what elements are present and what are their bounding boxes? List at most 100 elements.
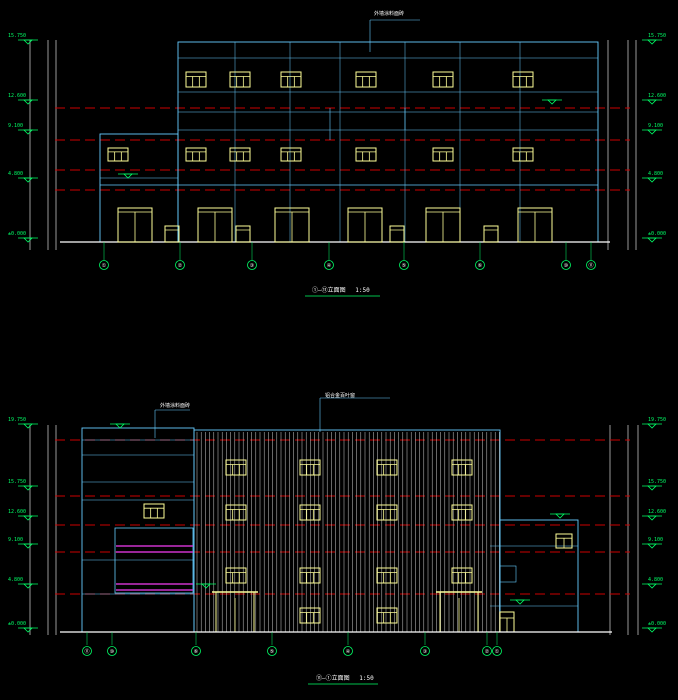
small-door-frame bbox=[164, 225, 180, 243]
axis-label: ⑪ bbox=[588, 262, 593, 269]
level-mark bbox=[18, 129, 38, 135]
balcony-outline bbox=[114, 527, 194, 594]
window-frame bbox=[299, 567, 321, 584]
window bbox=[299, 607, 321, 624]
level-triangle bbox=[515, 599, 525, 605]
level-mark bbox=[18, 485, 38, 491]
level-mark bbox=[550, 513, 570, 519]
window-frame bbox=[376, 504, 398, 521]
axis-bubble: ③ bbox=[247, 260, 257, 270]
window bbox=[299, 567, 321, 584]
axis-bubble: ② bbox=[175, 260, 185, 270]
level-triangle bbox=[647, 485, 657, 491]
axis-bubble: ⑤ bbox=[267, 646, 277, 656]
axis-circle bbox=[324, 260, 334, 270]
window-frame bbox=[376, 459, 398, 476]
elevation-2-note2: 外墙涂料面砖 bbox=[160, 404, 190, 409]
window bbox=[143, 503, 165, 519]
level-label: 12.600 bbox=[648, 93, 667, 99]
window-frame bbox=[376, 567, 398, 584]
level-label: ±0.000 bbox=[648, 231, 667, 237]
window-frame bbox=[355, 71, 377, 88]
level-triangle bbox=[23, 237, 33, 243]
axis-label: ① bbox=[102, 263, 107, 269]
level-mark bbox=[18, 39, 38, 45]
small-door-frame bbox=[389, 225, 405, 243]
level-triangle bbox=[647, 99, 657, 105]
window bbox=[299, 504, 321, 521]
window bbox=[432, 71, 454, 88]
level-mark bbox=[542, 99, 562, 105]
window bbox=[185, 147, 207, 162]
level-triangle bbox=[23, 583, 33, 589]
window bbox=[432, 147, 454, 162]
level-mark bbox=[642, 583, 662, 589]
elevation-2-scale: 1:50 bbox=[359, 675, 374, 682]
axis-bubble: ⑥ bbox=[191, 646, 201, 656]
axis-circle bbox=[175, 260, 185, 270]
window-frame bbox=[432, 147, 454, 162]
elevation-2-note-text: 铝合金百叶窗 bbox=[325, 393, 356, 399]
door bbox=[197, 207, 233, 243]
level-label: 12.600 bbox=[8, 509, 27, 515]
right-annex-outline bbox=[499, 519, 579, 633]
level-triangle bbox=[23, 543, 33, 549]
window bbox=[107, 147, 129, 162]
level-mark bbox=[642, 99, 662, 105]
level-mark bbox=[110, 423, 130, 429]
axis-bubble: ② bbox=[482, 646, 492, 656]
level-triangle bbox=[647, 177, 657, 183]
level-triangle bbox=[555, 513, 565, 519]
elevation-1-note: 外墙涂料面砖 bbox=[374, 12, 404, 17]
level-triangle bbox=[647, 543, 657, 549]
louvre-facade bbox=[193, 429, 501, 633]
window bbox=[499, 611, 515, 633]
window bbox=[229, 147, 251, 162]
level-triangle bbox=[23, 515, 33, 521]
axis-circle bbox=[267, 646, 277, 656]
axis-label: ① bbox=[495, 649, 500, 655]
window-frame bbox=[185, 147, 207, 162]
window-frame bbox=[225, 459, 247, 476]
window-frame bbox=[280, 147, 302, 162]
axis-bubble: ⑥ bbox=[475, 260, 485, 270]
window bbox=[512, 147, 534, 162]
door bbox=[517, 207, 553, 243]
elevation-1-scale: 1:50 bbox=[355, 287, 370, 294]
axis-label: ⑪ bbox=[84, 648, 89, 655]
elevation-1-title: ①—⑪立面图 1:50 bbox=[312, 288, 370, 294]
axis-bubble: ④ bbox=[343, 646, 353, 656]
level-label: 4.800 bbox=[648, 171, 664, 177]
level-mark bbox=[642, 485, 662, 491]
level-label: 15.750 bbox=[8, 479, 27, 485]
window bbox=[451, 504, 473, 521]
axis-circle bbox=[420, 646, 430, 656]
window-frame bbox=[225, 504, 247, 521]
level-label: ±0.000 bbox=[8, 231, 27, 237]
level-triangle bbox=[23, 177, 33, 183]
level-label: 15.750 bbox=[8, 33, 27, 39]
window-frame bbox=[280, 71, 302, 88]
elevation-2-title: ⑪—①立面图 1:50 bbox=[316, 676, 374, 682]
axis-bubble: ⑩ bbox=[561, 260, 571, 270]
axis-label: ⑤ bbox=[402, 263, 406, 269]
axis-circle bbox=[82, 646, 92, 656]
window bbox=[555, 533, 573, 549]
level-label: 9.100 bbox=[648, 537, 664, 543]
level-mark bbox=[118, 173, 138, 179]
window-frame bbox=[229, 147, 251, 162]
level-mark bbox=[642, 543, 662, 549]
level-mark bbox=[18, 177, 38, 183]
left-block-outline bbox=[81, 427, 195, 633]
window bbox=[225, 459, 247, 476]
level-triangle bbox=[23, 39, 33, 45]
level-mark bbox=[18, 237, 38, 243]
axis-bubble: ① bbox=[492, 646, 502, 656]
window-frame bbox=[225, 567, 247, 584]
axis-bubble: ⑪ bbox=[82, 646, 92, 656]
window-frame bbox=[299, 459, 321, 476]
level-triangle bbox=[647, 39, 657, 45]
small-door bbox=[164, 225, 180, 243]
annex-window bbox=[499, 565, 517, 583]
